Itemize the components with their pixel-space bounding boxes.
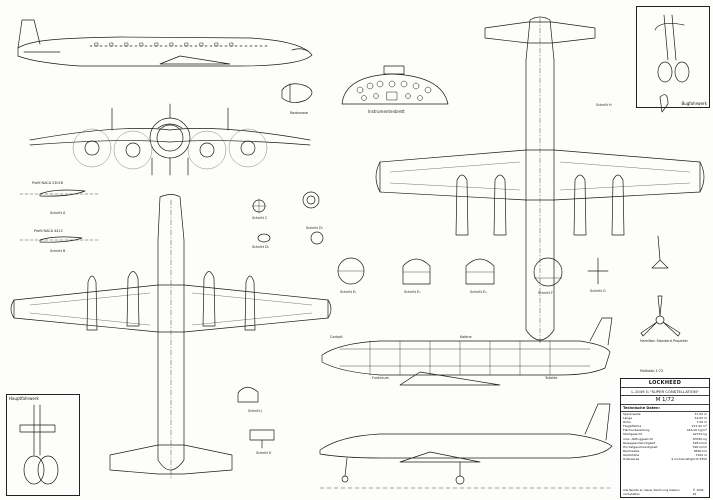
propeller-front	[640, 295, 681, 337]
section-j-label: Schnitt J	[248, 409, 262, 413]
title-model: L-1049 G "SUPER CONSTELLATION"	[621, 388, 709, 396]
section-k-label: Schnitt K	[256, 451, 272, 455]
spec-key: Reisegeschwindigkeit	[623, 440, 656, 445]
specs-list: Spannweite 37,50 m Länge 34,65 m Höhe 7,56 …	[621, 412, 709, 461]
spec-row: Flügelfläche 153,30 m²	[621, 424, 709, 428]
side-view-bottom	[319, 403, 613, 489]
spec-value: 446,00 kg/m²	[686, 428, 707, 433]
section-e1-label: Schnitt E₁	[340, 290, 357, 294]
spec-row: Höchstgeschwindigkeit 590 km/h	[621, 445, 709, 449]
plan-engines-bottom	[86, 271, 256, 331]
section-b-label: Schnitt B	[50, 249, 66, 253]
profile-tip-label: Profil NACA 4412	[34, 229, 63, 233]
cabin-label: Kabine	[460, 335, 472, 339]
spec-row: Reisegeschwindigkeit 528 km/h	[621, 441, 709, 445]
spec-value: 62370 kg	[692, 432, 707, 437]
spec-row: Höhe 7,56 m	[621, 420, 709, 424]
nose-gear-label: Bugfahrwerk	[681, 101, 707, 106]
instrument-panel	[341, 65, 449, 105]
plan-view-top	[375, 16, 705, 346]
spec-value: 63050 kg	[692, 436, 707, 441]
spec-row: Triebwerke 4 Curtiss-Wright R-3350	[621, 457, 709, 461]
radar-nose-detail	[281, 83, 313, 103]
front-view	[29, 103, 311, 176]
spec-row: Länge 34,65 m	[621, 416, 709, 420]
copyright-note: © 1992-93	[692, 488, 705, 496]
side-view-top	[17, 19, 313, 67]
spec-row: Reichweite 8560 km	[621, 449, 709, 453]
section-d2-label: Schnitt D₂	[252, 245, 269, 249]
main-gear-drawing	[19, 404, 59, 485]
section-g-label: Schnitt G	[590, 289, 606, 293]
plan-engines-top	[455, 174, 625, 236]
spec-key: Startgewicht	[623, 432, 643, 437]
airfoil-profiles	[19, 189, 101, 243]
scale-label: Maßstab 1:72	[640, 369, 664, 373]
spec-key: Reichweite	[623, 448, 640, 453]
instrument-panel-label: Instrumentenbrett	[368, 109, 405, 114]
spec-key: Flächenbelastung	[623, 428, 650, 433]
section-c-label: Schnitt C	[252, 216, 268, 220]
nose-gear-box: Bugfahrwerk	[636, 6, 710, 108]
spec-row: Gipfelhöhe 7200 m	[621, 453, 709, 457]
spec-row: Startgewicht 62370 kg	[621, 432, 709, 436]
title-footer: Alle Rechte an dieser Zeichnung bleiben …	[623, 488, 707, 496]
propeller-label: Hamilton Standard Propeller	[640, 339, 688, 343]
specs-heading: Technische Daten:	[621, 405, 709, 412]
spec-value: 7,56 m	[696, 420, 707, 425]
main-gear-label: Hauptfahrwerk	[9, 396, 39, 401]
spec-row: max. Abfluggewicht 63050 kg	[621, 437, 709, 441]
spec-key: Gipfelhöhe	[623, 452, 640, 457]
spec-key: max. Abfluggewicht	[623, 436, 653, 441]
profile-root-label: Profil NACA 23018	[32, 181, 63, 185]
section-f-label: Schnitt F	[538, 291, 553, 295]
spec-key: Flügelfläche	[623, 424, 642, 429]
tail-fin-section	[651, 94, 669, 269]
section-e2-label: Schnitt E₂	[404, 290, 421, 294]
title-scale: M 1/72	[621, 396, 709, 405]
plan-view-bottom	[10, 194, 332, 481]
spec-value: 4 Curtiss-Wright R-3350	[671, 457, 707, 462]
spec-value: 528 km/h	[692, 440, 707, 445]
main-gear-box: Hauptfahrwerk	[6, 394, 80, 496]
title-maker: LOCKHEED	[621, 379, 709, 388]
section-h-label: Schnitt H	[596, 103, 612, 107]
spec-value: 8560 km	[693, 448, 707, 453]
rights-note: Alle Rechte an dieser Zeichnung bleiben …	[623, 488, 680, 496]
section-d1-label: Schnitt D₁	[306, 226, 323, 230]
section-e3-label: Schnitt E₃	[470, 290, 487, 294]
nose-gear-drawing	[654, 14, 690, 83]
spec-row: Spannweite 37,50 m	[621, 412, 709, 416]
section-a-label: Schnitt A	[50, 211, 66, 215]
spec-value: 7200 m	[695, 452, 707, 457]
spec-value: 153,30 m²	[691, 424, 707, 429]
radio-room-label: Funkraum	[372, 376, 389, 380]
spec-key: Länge	[623, 416, 633, 421]
spec-value: 590 km/h	[692, 444, 707, 449]
spec-value: 34,65 m	[694, 416, 707, 421]
cockpit-label: Cockpit	[330, 335, 343, 339]
radar-nose-label: Radarnase	[290, 111, 309, 115]
spec-key: Triebwerke	[623, 457, 640, 462]
small-sections	[251, 191, 324, 245]
spec-key: Höhe	[623, 420, 631, 425]
spec-row: Flächenbelastung 446,00 kg/m²	[621, 428, 709, 432]
cutaway-side-view	[321, 317, 613, 386]
spec-key: Spannweite	[623, 412, 641, 416]
fuselage-sections	[337, 257, 609, 287]
engine-section-detail	[237, 386, 275, 449]
spec-value: 37,50 m	[694, 412, 707, 416]
spec-key: Höchstgeschwindigkeit	[623, 444, 658, 449]
title-block: LOCKHEED L-1049 G "SUPER CONSTELLATION" …	[620, 378, 710, 498]
toilet-label: Toilette	[545, 376, 558, 380]
